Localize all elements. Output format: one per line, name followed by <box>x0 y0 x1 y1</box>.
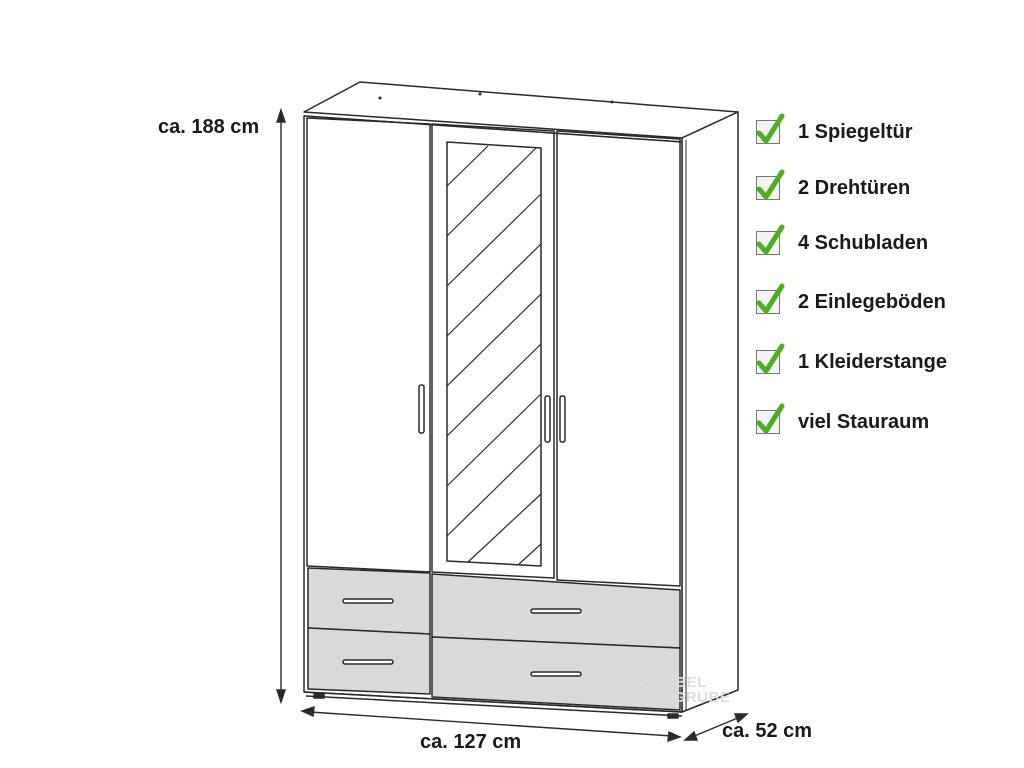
drawer-handle <box>342 598 394 604</box>
mirror-door <box>431 123 555 579</box>
feature-item: 1 Kleiderstange <box>756 343 947 374</box>
checkmark-icon <box>756 403 785 434</box>
left-door-handle <box>418 384 425 434</box>
checkmark-icon <box>756 113 785 144</box>
drawer-handle <box>530 608 582 614</box>
watermark-logo: Die MÖBEL FUNDGRUBE <box>630 674 731 706</box>
watermark-line2: FUNDGRUBE <box>630 689 731 706</box>
left-door <box>306 117 431 573</box>
width-label: ca. 127 cm <box>420 731 522 753</box>
checkmark-icon <box>756 343 785 374</box>
checkmark-icon <box>756 169 785 200</box>
height-label: ca. 188 cm <box>158 116 260 138</box>
feature-label: 4 Schubladen <box>798 231 929 254</box>
depth-label: ca. 52 cm <box>722 720 813 742</box>
feature-label: 2 Drehtüren <box>798 176 911 199</box>
feature-label: 1 Kleiderstange <box>798 350 947 373</box>
feature-item: 2 Drehtüren <box>756 169 911 200</box>
width-dimension-line <box>300 705 682 743</box>
feature-item: 4 Schubladen <box>756 224 929 255</box>
checkmark-icon <box>756 283 785 314</box>
mirror-hatching <box>446 145 542 566</box>
feature-item: viel Stauraum <box>756 403 930 434</box>
feature-label: 2 Einlegeböden <box>798 290 946 313</box>
mirror-door-handle <box>544 395 551 443</box>
wardrobe-side <box>681 111 739 713</box>
feature-label: viel Stauraum <box>798 410 930 433</box>
mirror-glass <box>446 141 542 567</box>
depth-dimension-line <box>683 713 749 741</box>
checkmark-icon <box>756 224 785 255</box>
right-door <box>556 130 681 587</box>
feature-item: 1 Spiegeltür <box>756 113 913 144</box>
drawer-handle <box>530 671 582 677</box>
watermark-prefix: Die <box>630 679 646 689</box>
drawer-handle <box>342 659 394 665</box>
watermark-line1: MÖBEL <box>650 674 707 691</box>
feature-label: 1 Spiegeltür <box>798 120 913 143</box>
feature-item: 2 Einlegeböden <box>756 283 946 314</box>
right-door-handle <box>559 395 566 443</box>
height-dimension-line <box>276 107 286 705</box>
